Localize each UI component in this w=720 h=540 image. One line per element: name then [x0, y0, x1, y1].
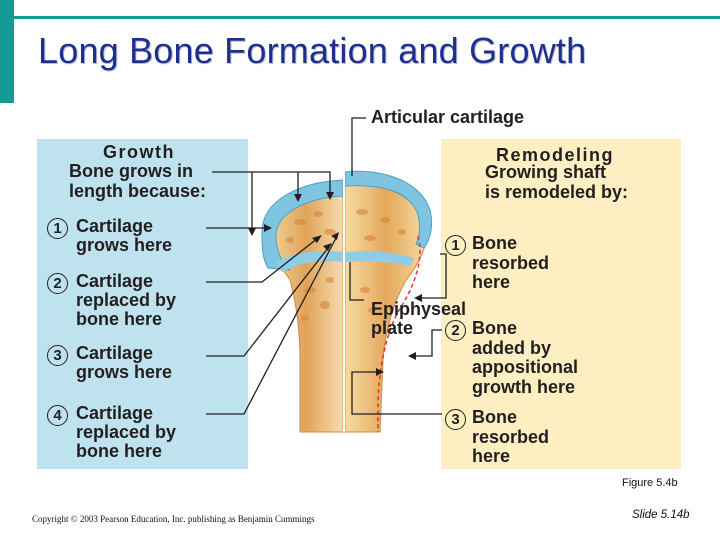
growth-step-2-number: 2	[47, 273, 68, 294]
remodeling-step-3-line2: resorbed	[472, 427, 550, 447]
remodeling-panel	[441, 139, 681, 469]
growth-step-2-line2: replaced by	[76, 290, 177, 310]
epiphyseal-plate-label-line1: Epiphyseal	[371, 299, 467, 319]
growth-heading: Growth	[103, 142, 175, 162]
slide-title: Long Bone Formation and Growth	[38, 30, 587, 71]
remodeling-step-2-line4: growth here	[472, 377, 576, 397]
remodeling-step-1-line1: Bone	[472, 233, 517, 253]
figure-caption: Figure 5.4b	[622, 477, 678, 489]
remodeling-step-1-line2: resorbed	[472, 253, 550, 273]
copyright-notice: Copyright © 2003 Pearson Education, Inc.…	[32, 514, 315, 524]
growth-step-1-line2: grows here	[76, 235, 173, 255]
slide-number: Slide 5.14b	[632, 509, 690, 521]
remodeling-step-2-number: 2	[445, 320, 466, 341]
remodeling-step-2-line2: added by	[472, 338, 552, 358]
accent-bar	[0, 0, 14, 103]
remodeling-heading: Remodeling	[496, 145, 615, 165]
remodeling-step-3-line3: here	[472, 446, 511, 466]
growth-step-3-line2: grows here	[76, 362, 173, 382]
epiphyseal-plate-label-line2: plate	[371, 318, 414, 338]
accent-line	[0, 16, 720, 19]
growth-step-1-line1: Cartilage	[76, 216, 154, 236]
growth-intro-line1: Bone grows in	[69, 161, 194, 181]
spongy-bone-left	[286, 211, 336, 321]
growth-step-4-line3: bone here	[76, 441, 163, 461]
remodeling-step-1-line3: here	[472, 272, 511, 292]
growth-step-4-line1: Cartilage	[76, 403, 154, 423]
articular-cartilage-label: Articular cartilage	[371, 107, 525, 127]
growth-step-4-line2: replaced by	[76, 422, 177, 442]
remodeling-step-3-number: 3	[445, 409, 466, 430]
remodeling-intro-line2: is remodeled by:	[485, 182, 629, 202]
growth-intro-line2: length because:	[69, 181, 207, 201]
growth-step-1-number: 1	[47, 218, 68, 239]
remodeling-step-1-number: 1	[445, 235, 466, 256]
growth-step-4-number: 4	[47, 405, 68, 426]
remodeling-intro-line1: Growing shaft	[485, 162, 606, 182]
growth-step-3-line1: Cartilage	[76, 343, 154, 363]
remodeling-outline	[377, 235, 421, 432]
epiphyseal-plate-right	[345, 251, 414, 266]
remodeling-step-3-line1: Bone	[472, 407, 517, 427]
spongy-bone-right	[356, 209, 406, 313]
growth-step-3-number: 3	[47, 345, 68, 366]
growth-step-2-line1: Cartilage	[76, 271, 154, 291]
growth-step-2-line3: bone here	[76, 309, 163, 329]
remodeling-step-2-line3: appositional	[472, 357, 579, 377]
remodeling-step-2-line1: Bone	[472, 318, 517, 338]
